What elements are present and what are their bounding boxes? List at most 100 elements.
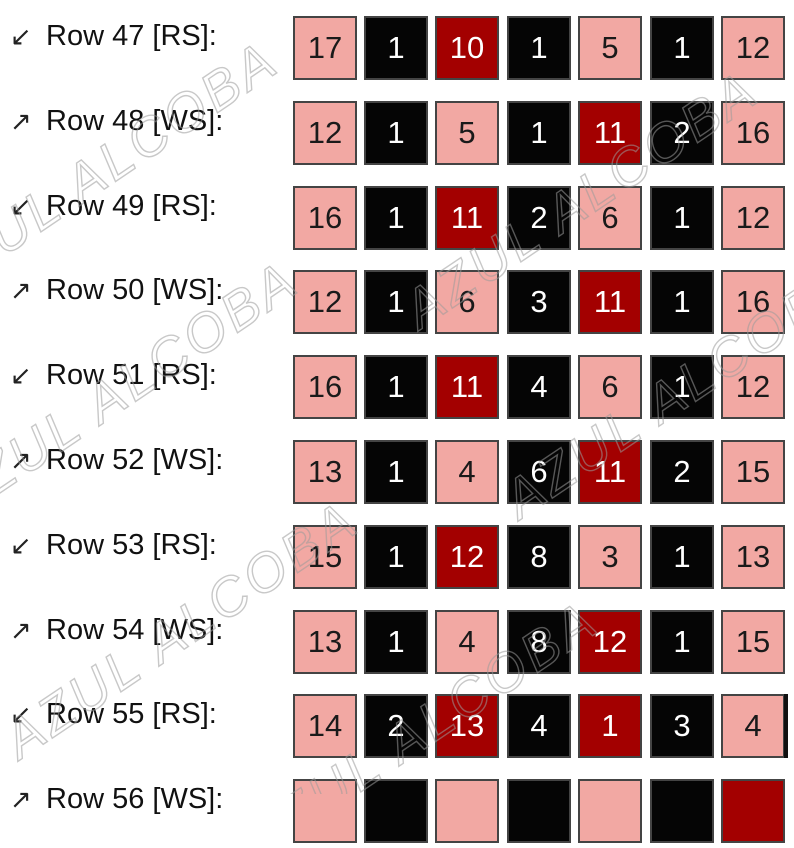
stitch-cell: 12 <box>721 355 785 420</box>
row-label-text: Row 49 [RS]: <box>46 189 217 222</box>
row-label: ↗ Row 54 [WS]: <box>10 614 223 647</box>
stitch-cell: 15 <box>293 524 357 589</box>
stitch-cell: 1 <box>507 100 571 165</box>
arrow-up-right-icon: ↗ <box>10 784 32 815</box>
stitch-cell: 11 <box>435 185 499 250</box>
stitch-cell: 1 <box>364 524 428 589</box>
stitch-cell: 1 <box>364 16 428 80</box>
stitch-cell <box>507 779 571 844</box>
row-label-text: Row 53 [RS]: <box>46 528 217 561</box>
row-label: ↙ Row 51 [RS]: <box>10 359 217 392</box>
row-label-text: Row 54 [WS]: <box>46 613 224 646</box>
arrow-up-right-icon: ↗ <box>10 445 32 475</box>
stitch-cell: 1 <box>507 16 571 80</box>
stitch-cell: 11 <box>578 440 642 504</box>
stitch-cell <box>721 779 785 844</box>
stitch-cell: 13 <box>293 440 357 504</box>
stitch-cell: 6 <box>507 440 571 504</box>
stitch-cell: 1 <box>364 100 428 165</box>
stitch-cell: 12 <box>435 524 499 589</box>
stitch-cell: 12 <box>293 270 357 335</box>
row-label-text: Row 55 [RS]: <box>46 698 217 731</box>
stitch-cell: 12 <box>721 16 785 80</box>
stitch-cell: 2 <box>650 100 714 165</box>
stitch-cell: 3 <box>650 694 714 759</box>
stitch-cell: 15 <box>721 609 785 674</box>
stitch-cell: 13 <box>721 524 785 589</box>
pattern-row: ↗ Row 56 [WS]: <box>0 763 794 848</box>
arrow-down-left-icon: ↙ <box>10 360 32 391</box>
stitch-cell: 12 <box>293 100 357 165</box>
stitch-cell: 14 <box>293 694 357 759</box>
stitch-cell: 5 <box>578 16 642 80</box>
stitch-cell: 4 <box>721 694 785 759</box>
stitch-cell: 1 <box>650 270 714 335</box>
stitch-cell: 4 <box>507 694 571 759</box>
arrow-up-right-icon: ↗ <box>10 275 32 306</box>
row-label-text: Row 48 [WS]: <box>46 104 224 137</box>
stitch-cell: 16 <box>721 270 785 335</box>
stitch-cell: 15 <box>721 440 785 504</box>
stitch-cell: 1 <box>650 355 714 420</box>
stitch-cell: 1 <box>650 185 714 250</box>
stitch-cell <box>650 779 714 844</box>
stitch-cell: 1 <box>650 524 714 589</box>
stitch-cell: 8 <box>507 609 571 674</box>
row-label: ↙ Row 53 [RS]: <box>10 529 217 562</box>
row-label-text: Row 52 [WS]: <box>46 444 224 476</box>
row-label-text: Row 51 [RS]: <box>46 359 217 392</box>
stitch-cell: 3 <box>578 524 642 589</box>
row-label: ↗ Row 48 [WS]: <box>10 105 223 138</box>
row-label-text: Row 50 [WS]: <box>46 274 224 307</box>
stitch-cell: 11 <box>578 270 642 335</box>
row-label: ↗ Row 50 [WS]: <box>10 274 223 307</box>
arrow-up-right-icon: ↗ <box>10 105 32 136</box>
stitch-cell: 1 <box>364 270 428 335</box>
stitch-cell: 8 <box>507 524 571 589</box>
row-label: ↗ Row 56 [WS]: <box>10 783 223 816</box>
stitch-cell: 1 <box>364 355 428 420</box>
stitch-cell: 11 <box>578 100 642 165</box>
stitch-cell: 16 <box>293 185 357 250</box>
stitch-cell: 4 <box>435 440 499 504</box>
stitch-cell: 10 <box>435 16 499 80</box>
stitch-cell: 1 <box>650 16 714 80</box>
arrow-down-left-icon: ↙ <box>10 699 32 730</box>
stitch-cell: 1 <box>364 440 428 504</box>
row-label: ↙ Row 49 [RS]: <box>10 190 217 223</box>
arrow-up-right-icon: ↗ <box>10 614 32 645</box>
stitch-cell: 1 <box>578 694 642 759</box>
stitch-cell <box>293 779 357 844</box>
stitch-cell: 1 <box>650 609 714 674</box>
stitch-cell: 12 <box>721 185 785 250</box>
row-label: ↙ Row 55 [RS]: <box>10 698 217 731</box>
stitch-cell <box>578 779 642 844</box>
row-label: ↗ Row 52 [WS]: <box>10 444 223 477</box>
arrow-down-left-icon: ↙ <box>10 190 32 221</box>
stitch-cell: 4 <box>507 355 571 420</box>
arrow-down-left-icon: ↙ <box>10 21 32 51</box>
stitch-cell: 6 <box>578 355 642 420</box>
row-label-text: Row 56 [WS]: <box>46 783 224 816</box>
stitch-cell: 3 <box>507 270 571 335</box>
stitch-cell: 13 <box>435 694 499 759</box>
stitch-cell: 1 <box>364 609 428 674</box>
stitch-cell: 6 <box>578 185 642 250</box>
stitch-cell: 11 <box>435 355 499 420</box>
stitch-cell: 12 <box>578 609 642 674</box>
stitch-cell: 1 <box>364 185 428 250</box>
arrow-down-left-icon: ↙ <box>10 529 32 560</box>
stitch-cell: 4 <box>435 609 499 674</box>
stitch-cell: 2 <box>650 440 714 504</box>
stitch-cell: 16 <box>721 100 785 165</box>
stitch-cell: 6 <box>435 270 499 335</box>
